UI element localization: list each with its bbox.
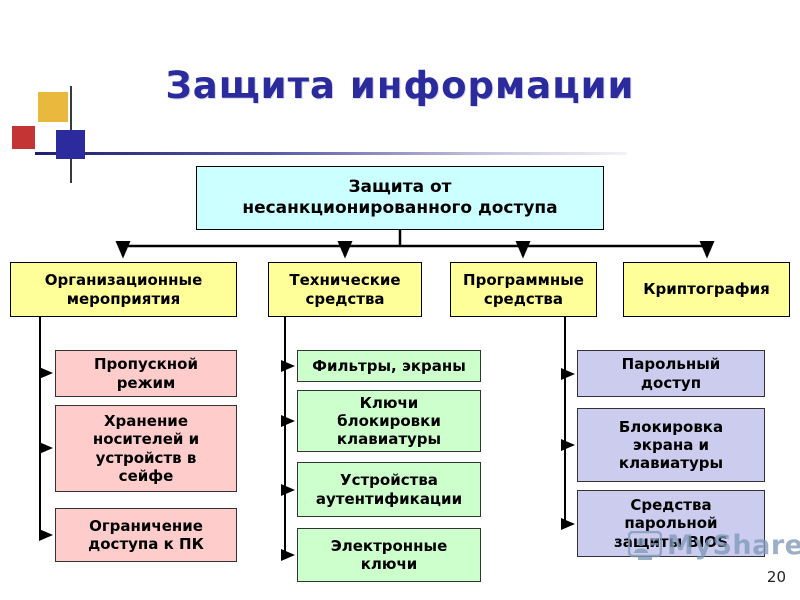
decoration-square-blue <box>56 130 85 159</box>
category-box-organizational: Организационные мероприятия <box>10 262 237 317</box>
decoration-square-yellow <box>38 92 68 122</box>
org-item: Пропускной режим <box>55 350 237 397</box>
tech-item: Ключи блокировки клавиатуры <box>297 390 481 452</box>
soft-item: Средства парольной защиты BIOS <box>577 490 765 557</box>
slide-title: Защита информации <box>165 64 635 107</box>
org-item: Ограничение доступа к ПК <box>55 508 237 562</box>
org-item: Хранение носителей и устройств в сейфе <box>55 405 237 492</box>
soft-item: Блокировка экрана и клавиатуры <box>577 408 765 482</box>
category-box-technical: Технические средства <box>268 262 422 317</box>
title-divider-line <box>35 152 627 155</box>
decoration-square-red <box>12 126 35 149</box>
watermark-logo-icon <box>628 530 662 560</box>
category-box-cryptography: Криптография <box>623 262 790 317</box>
tech-item: Фильтры, экраны <box>297 350 481 382</box>
page-number: 20 <box>766 568 786 586</box>
watermark-label: MyShared <box>667 530 800 561</box>
tech-item: Устройства аутентификации <box>297 462 481 517</box>
soft-item: Парольный доступ <box>577 350 765 397</box>
category-box-software: Программные средства <box>450 262 597 317</box>
watermark: MyShared <box>628 530 800 561</box>
root-box: Защита от несанкционированного доступа <box>196 166 604 230</box>
tech-item: Электронные ключи <box>297 528 481 582</box>
